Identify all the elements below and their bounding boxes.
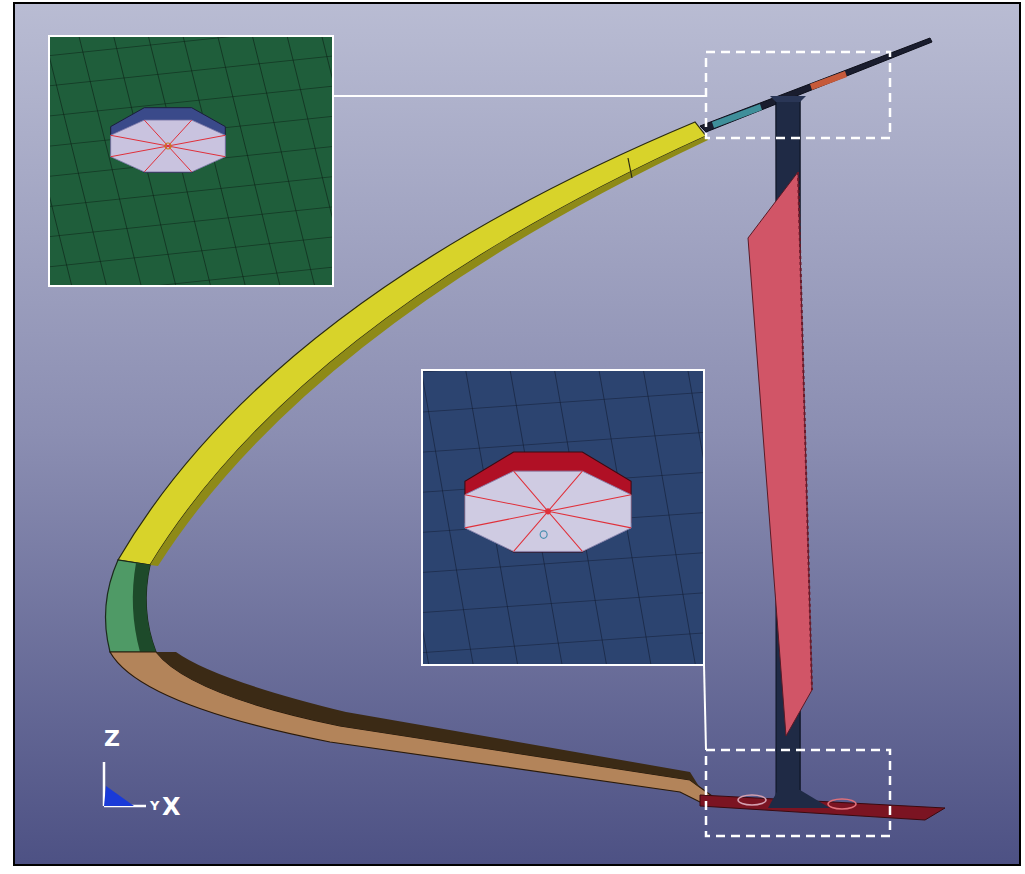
axis-label: Z [104,728,120,750]
axis-label: X [162,795,181,819]
axis-label: Y [150,799,159,812]
